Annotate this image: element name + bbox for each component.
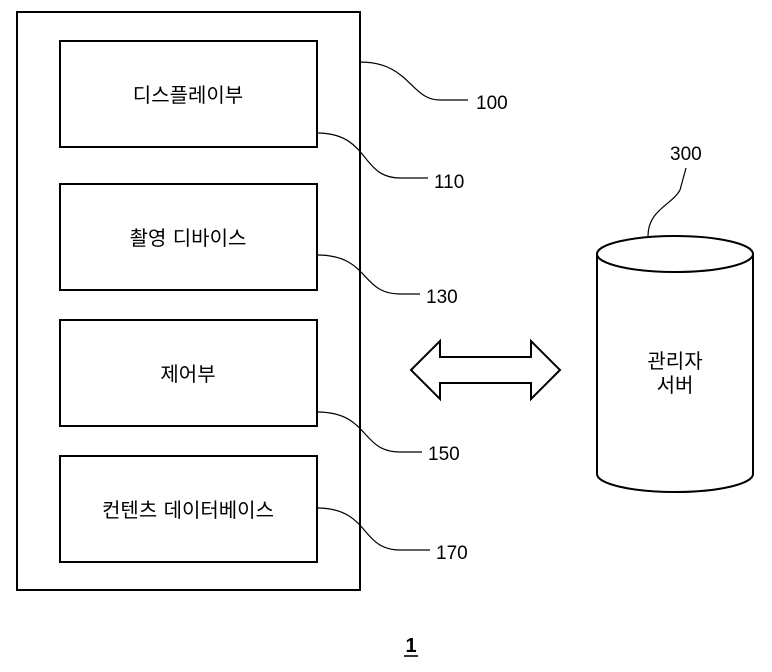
ref-170: 170 xyxy=(436,543,468,564)
ref-300: 300 xyxy=(670,144,702,165)
server-label-line2: 서버 xyxy=(657,373,694,397)
module-label-controller: 제어부 xyxy=(160,362,215,386)
ref-150: 150 xyxy=(428,444,460,465)
leader-line-150 xyxy=(317,412,422,452)
leader-line-100 xyxy=(360,62,468,100)
ref-110: 110 xyxy=(434,172,464,193)
module-label-database: 컨텐츠 데이터베이스 xyxy=(102,498,274,522)
leader-line-110 xyxy=(317,133,428,178)
bidirectional-arrow-icon xyxy=(411,341,560,399)
module-label-display: 디스플레이부 xyxy=(133,83,243,107)
module-label-camera: 촬영 디바이스 xyxy=(130,226,247,250)
leader-line-130 xyxy=(317,255,420,294)
figure-number: 1 xyxy=(405,635,416,657)
ref-130: 130 xyxy=(426,287,458,308)
server-label-line1: 관리자 xyxy=(647,349,702,373)
leader-line-170 xyxy=(317,508,430,550)
leader-line-300 xyxy=(648,168,686,236)
ref-100: 100 xyxy=(476,93,508,114)
